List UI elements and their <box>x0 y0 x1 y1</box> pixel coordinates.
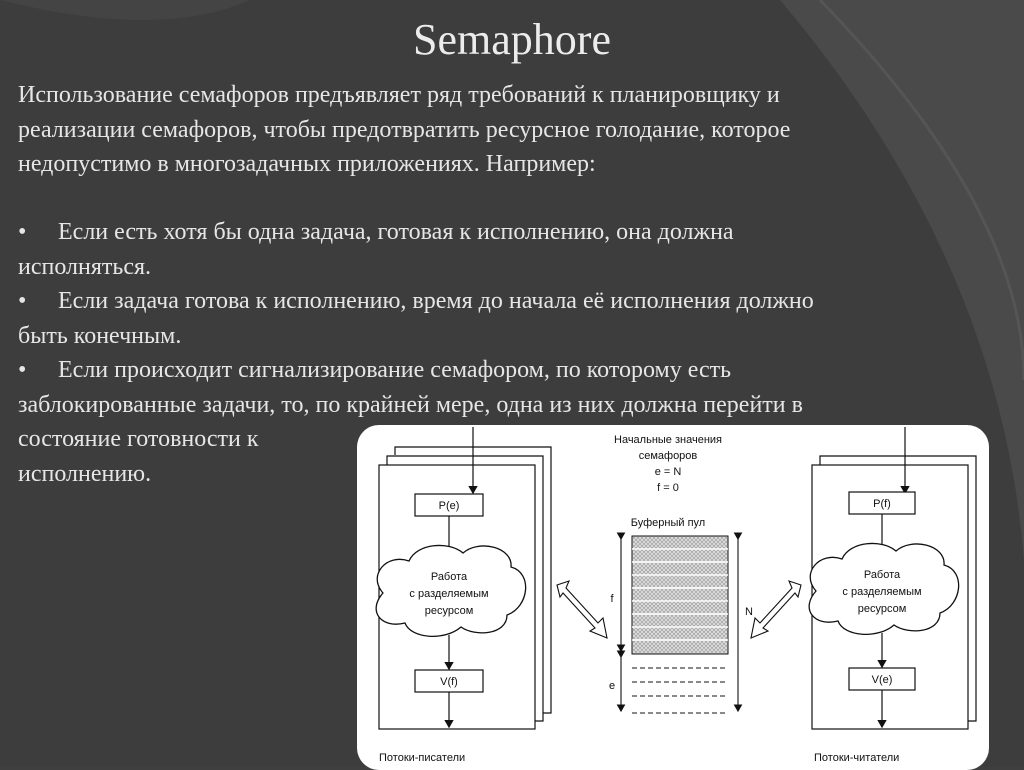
intro-line: реализации семафоров, чтобы предотвратит… <box>18 116 791 143</box>
initial-values-line: f = 0 <box>657 482 679 494</box>
writers-work-line: Работа <box>431 571 468 583</box>
bullet-line: быть конечным. <box>18 322 182 349</box>
writers-work-cloud <box>375 544 527 638</box>
writers-v-op: V(f) <box>440 676 458 688</box>
initial-values-line: e = N <box>655 466 682 478</box>
bullet-symbol: • <box>18 357 27 383</box>
writers-p-op: P(e) <box>439 500 460 512</box>
bullet-item: • Если есть хотя бы одна задача, готовая … <box>18 215 734 284</box>
bullet-line: Если задача готова к исполнению, время д… <box>58 288 814 314</box>
e-label: e <box>609 680 615 692</box>
readers-p-op: P(f) <box>873 498 891 510</box>
intro-paragraph: Использование семафоров предъявляет ряд … <box>18 78 790 182</box>
initial-values-line: семафоров <box>639 450 698 462</box>
n-label: N <box>745 606 753 618</box>
semaphore-diagram: P(e) Работа с разделяемым ресурсом V(f) … <box>357 425 989 770</box>
bullet-line: исполняться. <box>18 253 152 280</box>
writers-work-line: с разделяемым <box>409 588 488 600</box>
bullet-item: • Если происходит сигнализирование семафо… <box>18 353 803 491</box>
bullet-item: • Если задача готова к исполнению, время … <box>18 284 814 353</box>
reader-buffer-double-arrow <box>750 580 802 639</box>
initial-values-line: Начальные значения <box>614 434 722 446</box>
readers-work-line: ресурсом <box>858 603 907 615</box>
bullet-symbol: • <box>18 219 27 245</box>
buffer-pool-label: Буферный пул <box>631 517 705 529</box>
buffer-pool <box>631 535 729 714</box>
readers-work-line: с разделяемым <box>842 586 921 598</box>
readers-v-op: V(e) <box>872 674 893 686</box>
intro-line: Использование семафоров предъявляет ряд … <box>18 82 780 108</box>
writers-caption: Потоки-писатели <box>379 752 465 764</box>
readers-work-line: Работа <box>864 569 901 581</box>
slide-title: Semaphore <box>413 15 611 64</box>
writers-work-line: ресурсом <box>425 605 474 617</box>
bullet-line: Если происходит сигнализирование семафор… <box>58 357 732 383</box>
bullet-line: Если есть хотя бы одна задача, готовая к… <box>58 219 734 245</box>
intro-line: недопустимо в многозадачных приложениях.… <box>18 151 596 177</box>
bullet-line: заблокированные задачи, то, по крайней м… <box>18 391 803 418</box>
writer-buffer-double-arrow <box>556 580 608 639</box>
bullet-line: исполнению. <box>18 460 152 487</box>
readers-caption: Потоки-читатели <box>814 752 899 764</box>
bullet-line: состояние готовности к <box>18 426 259 452</box>
f-label: f <box>610 593 614 605</box>
bullet-symbol: • <box>18 288 27 314</box>
readers-work-cloud <box>808 542 960 636</box>
